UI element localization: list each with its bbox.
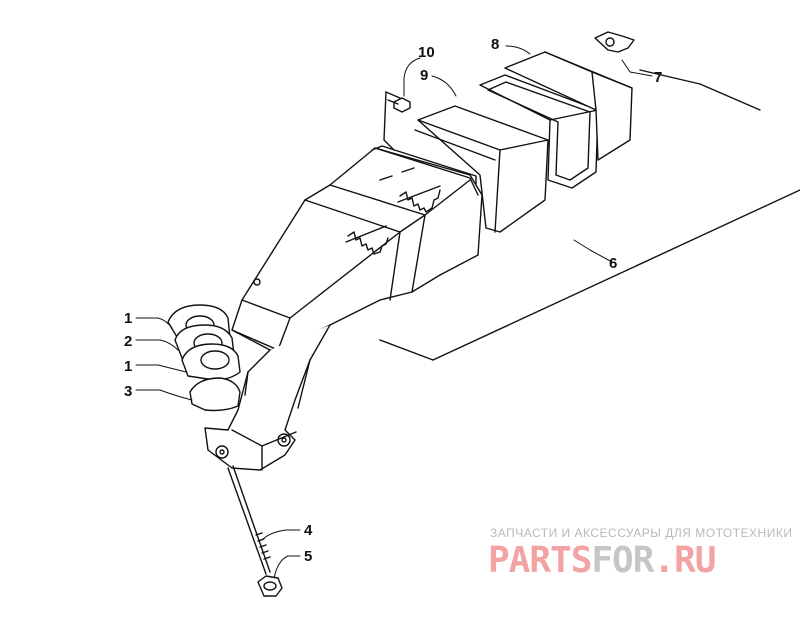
filter-frame [479, 74, 599, 189]
nut [257, 575, 283, 597]
airbox-vent-slots [345, 185, 441, 255]
intake-tube [204, 324, 331, 471]
callout-4: 4 [304, 522, 313, 539]
watermark-logo: PARTSFOR.RU [488, 540, 716, 581]
callout-7: 7 [654, 69, 662, 86]
retaining-clip [594, 31, 635, 53]
airbox-cover [504, 51, 633, 161]
callout-1-bottom: 1 [124, 358, 132, 375]
callout-9: 9 [420, 67, 428, 84]
callout-6: 6 [609, 255, 617, 272]
stud-bolt [227, 465, 271, 575]
callout-2: 2 [124, 333, 132, 350]
screw [383, 91, 411, 151]
callout-10: 10 [418, 44, 435, 61]
assembly-group-outline [379, 69, 800, 361]
watermark-tagline: ЗАПЧАСТИ И АКСЕССУАРЫ ДЛЯ МОТОТЕХНИКИ [490, 526, 793, 540]
callout-1-top: 1 [124, 310, 132, 327]
airbox-housing [231, 145, 483, 351]
callout-3: 3 [124, 383, 132, 400]
gasket-stack [167, 304, 241, 412]
callout-8: 8 [491, 36, 499, 53]
air-filter [414, 105, 549, 233]
watermark-logo-parts: PARTS [488, 540, 592, 581]
watermark-logo-for: FOR [591, 540, 654, 581]
callout-5: 5 [304, 548, 312, 565]
leader-lines [135, 45, 653, 579]
watermark-logo-ru: .RU [653, 540, 716, 581]
